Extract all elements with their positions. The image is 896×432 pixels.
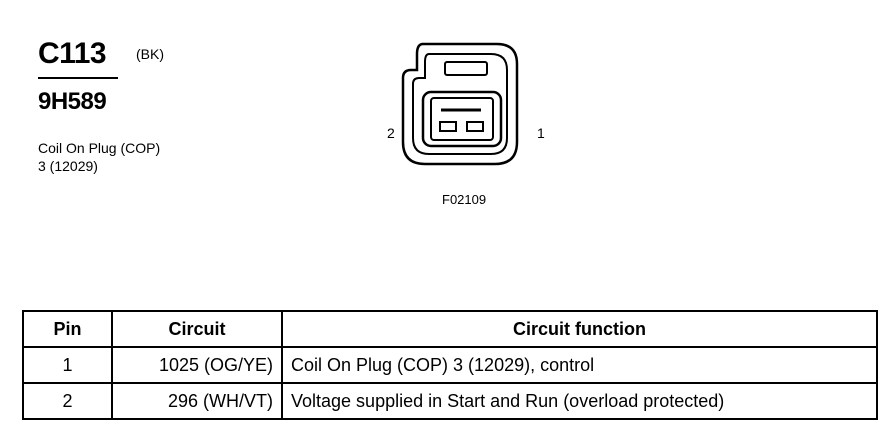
header-circuit: Circuit bbox=[111, 310, 283, 348]
table-row: 1 1025 (OG/YE) Coil On Plug (COP) 3 (120… bbox=[22, 346, 878, 384]
connector-outer-shell bbox=[401, 42, 519, 166]
connector-color: (BK) bbox=[136, 46, 164, 62]
pin-cavity-2 bbox=[439, 121, 457, 132]
connector-header: C113 (BK) bbox=[38, 37, 164, 70]
housing-inner-frame bbox=[430, 97, 494, 141]
pin-table: Pin Circuit Circuit function 1 1025 (OG/… bbox=[22, 310, 878, 420]
pin-1-label: 1 bbox=[537, 125, 545, 141]
figure-id: F02109 bbox=[442, 192, 487, 207]
connector-description: Coil On Plug (COP) 3 (12029) bbox=[38, 139, 160, 175]
header-divider bbox=[38, 77, 118, 79]
cell-pin: 1 bbox=[22, 346, 113, 384]
description-line-1: Coil On Plug (COP) bbox=[38, 140, 161, 156]
cell-circuit: 296 (WH/VT) bbox=[111, 382, 283, 420]
cell-function: Coil On Plug (COP) 3 (12029), control bbox=[281, 346, 878, 384]
table-row: 2 296 (WH/VT) Voltage supplied in Start … bbox=[22, 382, 878, 420]
cell-pin: 2 bbox=[22, 382, 113, 420]
part-number: 9H589 bbox=[38, 88, 107, 115]
header-circuit-function: Circuit function bbox=[281, 310, 878, 348]
header-pin: Pin bbox=[22, 310, 113, 348]
pin-cavity-1 bbox=[466, 121, 484, 132]
cell-function: Voltage supplied in Start and Run (overl… bbox=[281, 382, 878, 420]
locking-tab bbox=[444, 61, 488, 76]
pin-cavity-housing bbox=[421, 90, 503, 148]
pin-2-label: 2 bbox=[387, 125, 395, 141]
description-line-2: 3 (12029) bbox=[38, 158, 98, 174]
connector-id: C113 bbox=[38, 37, 107, 70]
cell-circuit: 1025 (OG/YE) bbox=[111, 346, 283, 384]
table-header-row: Pin Circuit Circuit function bbox=[22, 310, 878, 348]
connector-face-diagram bbox=[401, 42, 519, 166]
connector-inner-shell bbox=[412, 53, 508, 155]
